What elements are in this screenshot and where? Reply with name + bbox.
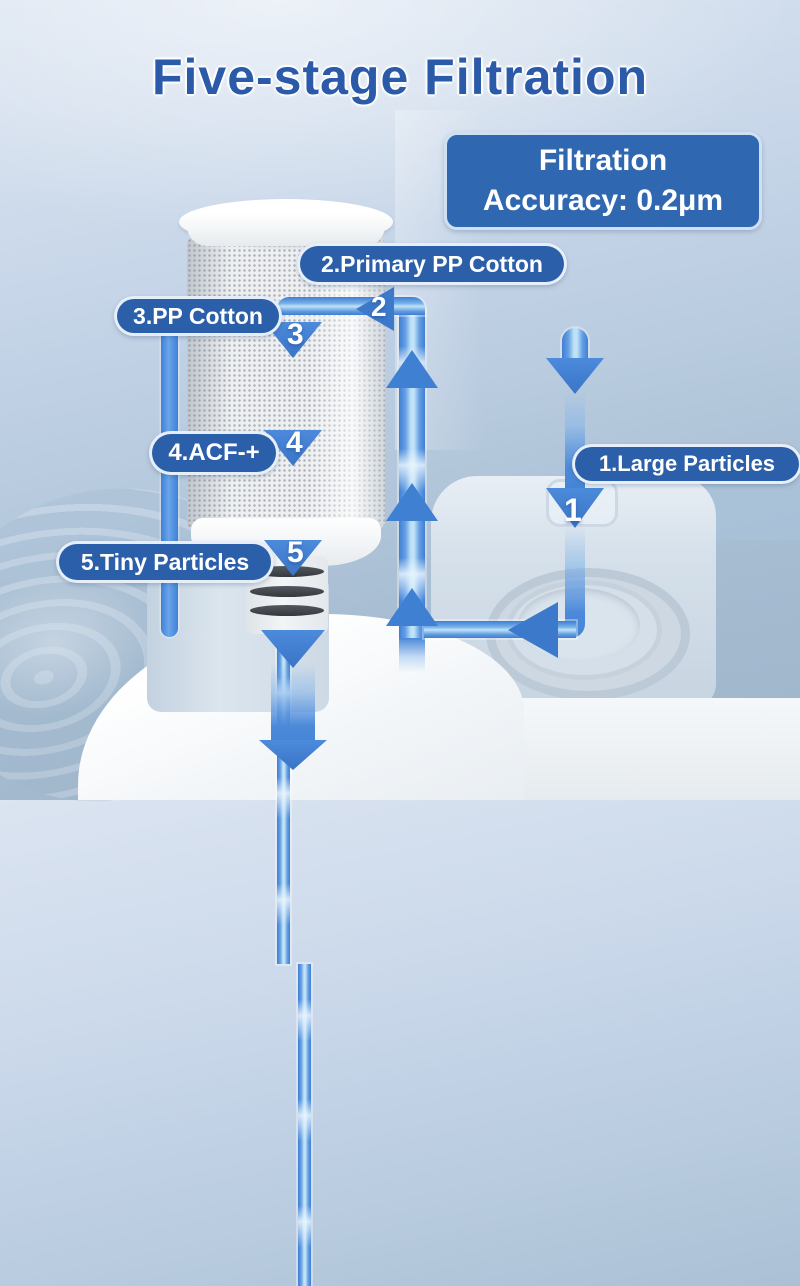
stage2-number: 2 [371,291,387,322]
flow-shaft-exit [271,664,315,744]
arrowhead-down-stage1-a [546,358,604,394]
stage1-label-pill: 1.Large Particles [572,444,800,484]
stage3-label-pill: 3.PP Cotton [114,296,282,336]
label-connector-line [161,327,178,637]
flow-shaft-stage1-bottom [565,526,585,638]
flow-column-filter-right [298,964,311,1286]
stage2-label-pill: 2.Primary PP Cotton [297,243,567,285]
filter-thread-ring [250,586,324,597]
filter-thread-ring [250,566,324,577]
flow-shaft-stage1-top [562,328,588,362]
flow-bar-top [277,297,425,315]
arrowhead-up-middle-2 [386,483,438,521]
stage1-number: 1 [564,492,582,528]
stage5-number: 5 [287,536,304,569]
flow-column-middle-tail [399,638,425,672]
page-title: Five-stage Filtration [151,49,649,105]
stage4-label-pill: 4.ACF-+ [149,431,279,475]
filter-top-cap-rim [187,224,385,246]
accuracy-badge-line2: Accuracy: 0.2μm [482,184,724,217]
accuracy-badge-line1: Filtration [538,143,668,177]
filter-mesh-shading [187,238,385,528]
accuracy-badge: Filtration Accuracy: 0.2μm [444,132,762,230]
stage3-number: 3 [287,318,304,351]
stage4-number: 4 [286,426,303,459]
stage5-label-pill: 5.Tiny Particles [56,541,274,583]
filter-thread-ring [250,605,324,616]
